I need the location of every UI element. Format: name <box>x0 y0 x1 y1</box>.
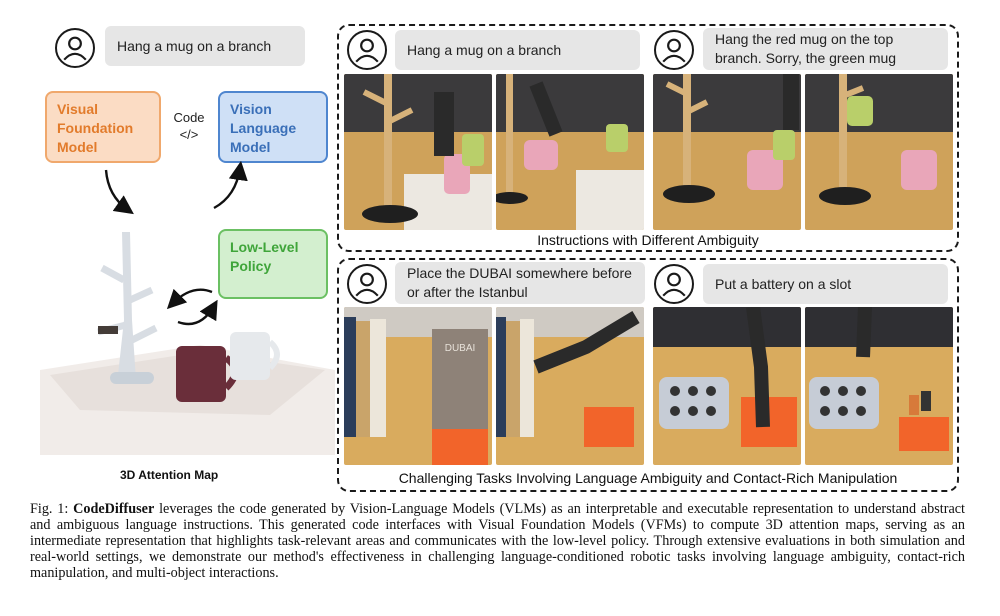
low-level-policy-box: Low-Level Policy <box>218 229 328 299</box>
photo-tree-pink-mug-1 <box>344 74 492 230</box>
photo-tree-pink-mug-2 <box>496 74 644 230</box>
instruction-bubble: Hang the red mug on the top branch. Sorr… <box>703 28 948 70</box>
instruction-text: Place the DUBAI somewhere before or afte… <box>407 265 632 300</box>
pipeline-arrows <box>104 160 248 326</box>
photo-books-1: DUBAI <box>344 307 492 465</box>
user-avatar-icon <box>654 264 694 304</box>
arrow-map-to-llp <box>177 299 218 326</box>
instruction-text: Hang a mug on a branch <box>407 41 562 58</box>
instruction-bubble: Put a battery on a slot <box>703 264 948 304</box>
arrow-map-to-vlm <box>213 160 248 210</box>
visual-foundation-model-box: Visual Foundation Model <box>45 91 161 163</box>
panel-contact-rich <box>337 258 959 492</box>
figure-caption: Fig. 1: CodeDiffuser leverages the code … <box>30 501 965 581</box>
user-avatar-icon <box>347 264 387 304</box>
photo-tree-green-mug-2 <box>805 74 953 230</box>
photo-books-2 <box>496 307 644 465</box>
photo-battery-2 <box>805 307 953 465</box>
panel-ambiguity-caption: Instructions with Different Ambiguity <box>537 232 759 248</box>
instruction-bubble: Place the DUBAI somewhere before or afte… <box>395 262 645 304</box>
code-text: Code <box>173 110 205 125</box>
user-avatar-icon <box>55 28 95 68</box>
vlm-label: Vision Language Model <box>230 101 297 155</box>
user-avatar-icon <box>654 30 694 70</box>
instruction-text: Put a battery on a slot <box>715 275 852 292</box>
panel-ambiguity <box>337 24 959 252</box>
book-title: DUBAI <box>445 343 476 354</box>
caption-fig-label: Fig. 1: <box>30 501 69 517</box>
user-avatar-icon <box>347 30 387 70</box>
caption-body: leverages the code generated by Vision-L… <box>30 501 965 581</box>
instruction-bubble: Hang a mug on a branch <box>395 30 640 70</box>
code-symbol: </> <box>179 127 199 142</box>
photo-tree-green-mug-1 <box>653 74 801 230</box>
instruction-bubble: Hang a mug on a branch <box>105 26 305 66</box>
caption-method-name: CodeDiffuser <box>73 501 155 517</box>
arrow-vfm-to-map <box>104 169 134 215</box>
attention-map-caption: 3D Attention Map <box>120 468 219 482</box>
vision-language-model-box: Vision Language Model <box>218 91 328 163</box>
arrow-llp-to-map <box>166 288 213 310</box>
llp-label: Low-Level Policy <box>230 239 299 274</box>
attention-map-image <box>40 232 335 455</box>
vfm-label: Visual Foundation Model <box>57 101 134 155</box>
instruction-text: Hang a mug on a branch <box>117 37 272 54</box>
photo-battery-1 <box>653 307 801 465</box>
instruction-text: Hang the red mug on the top branch. Sorr… <box>715 31 897 66</box>
code-label: Code </> <box>166 109 212 143</box>
panel-contact-rich-caption: Challenging Tasks Involving Language Amb… <box>398 470 898 486</box>
